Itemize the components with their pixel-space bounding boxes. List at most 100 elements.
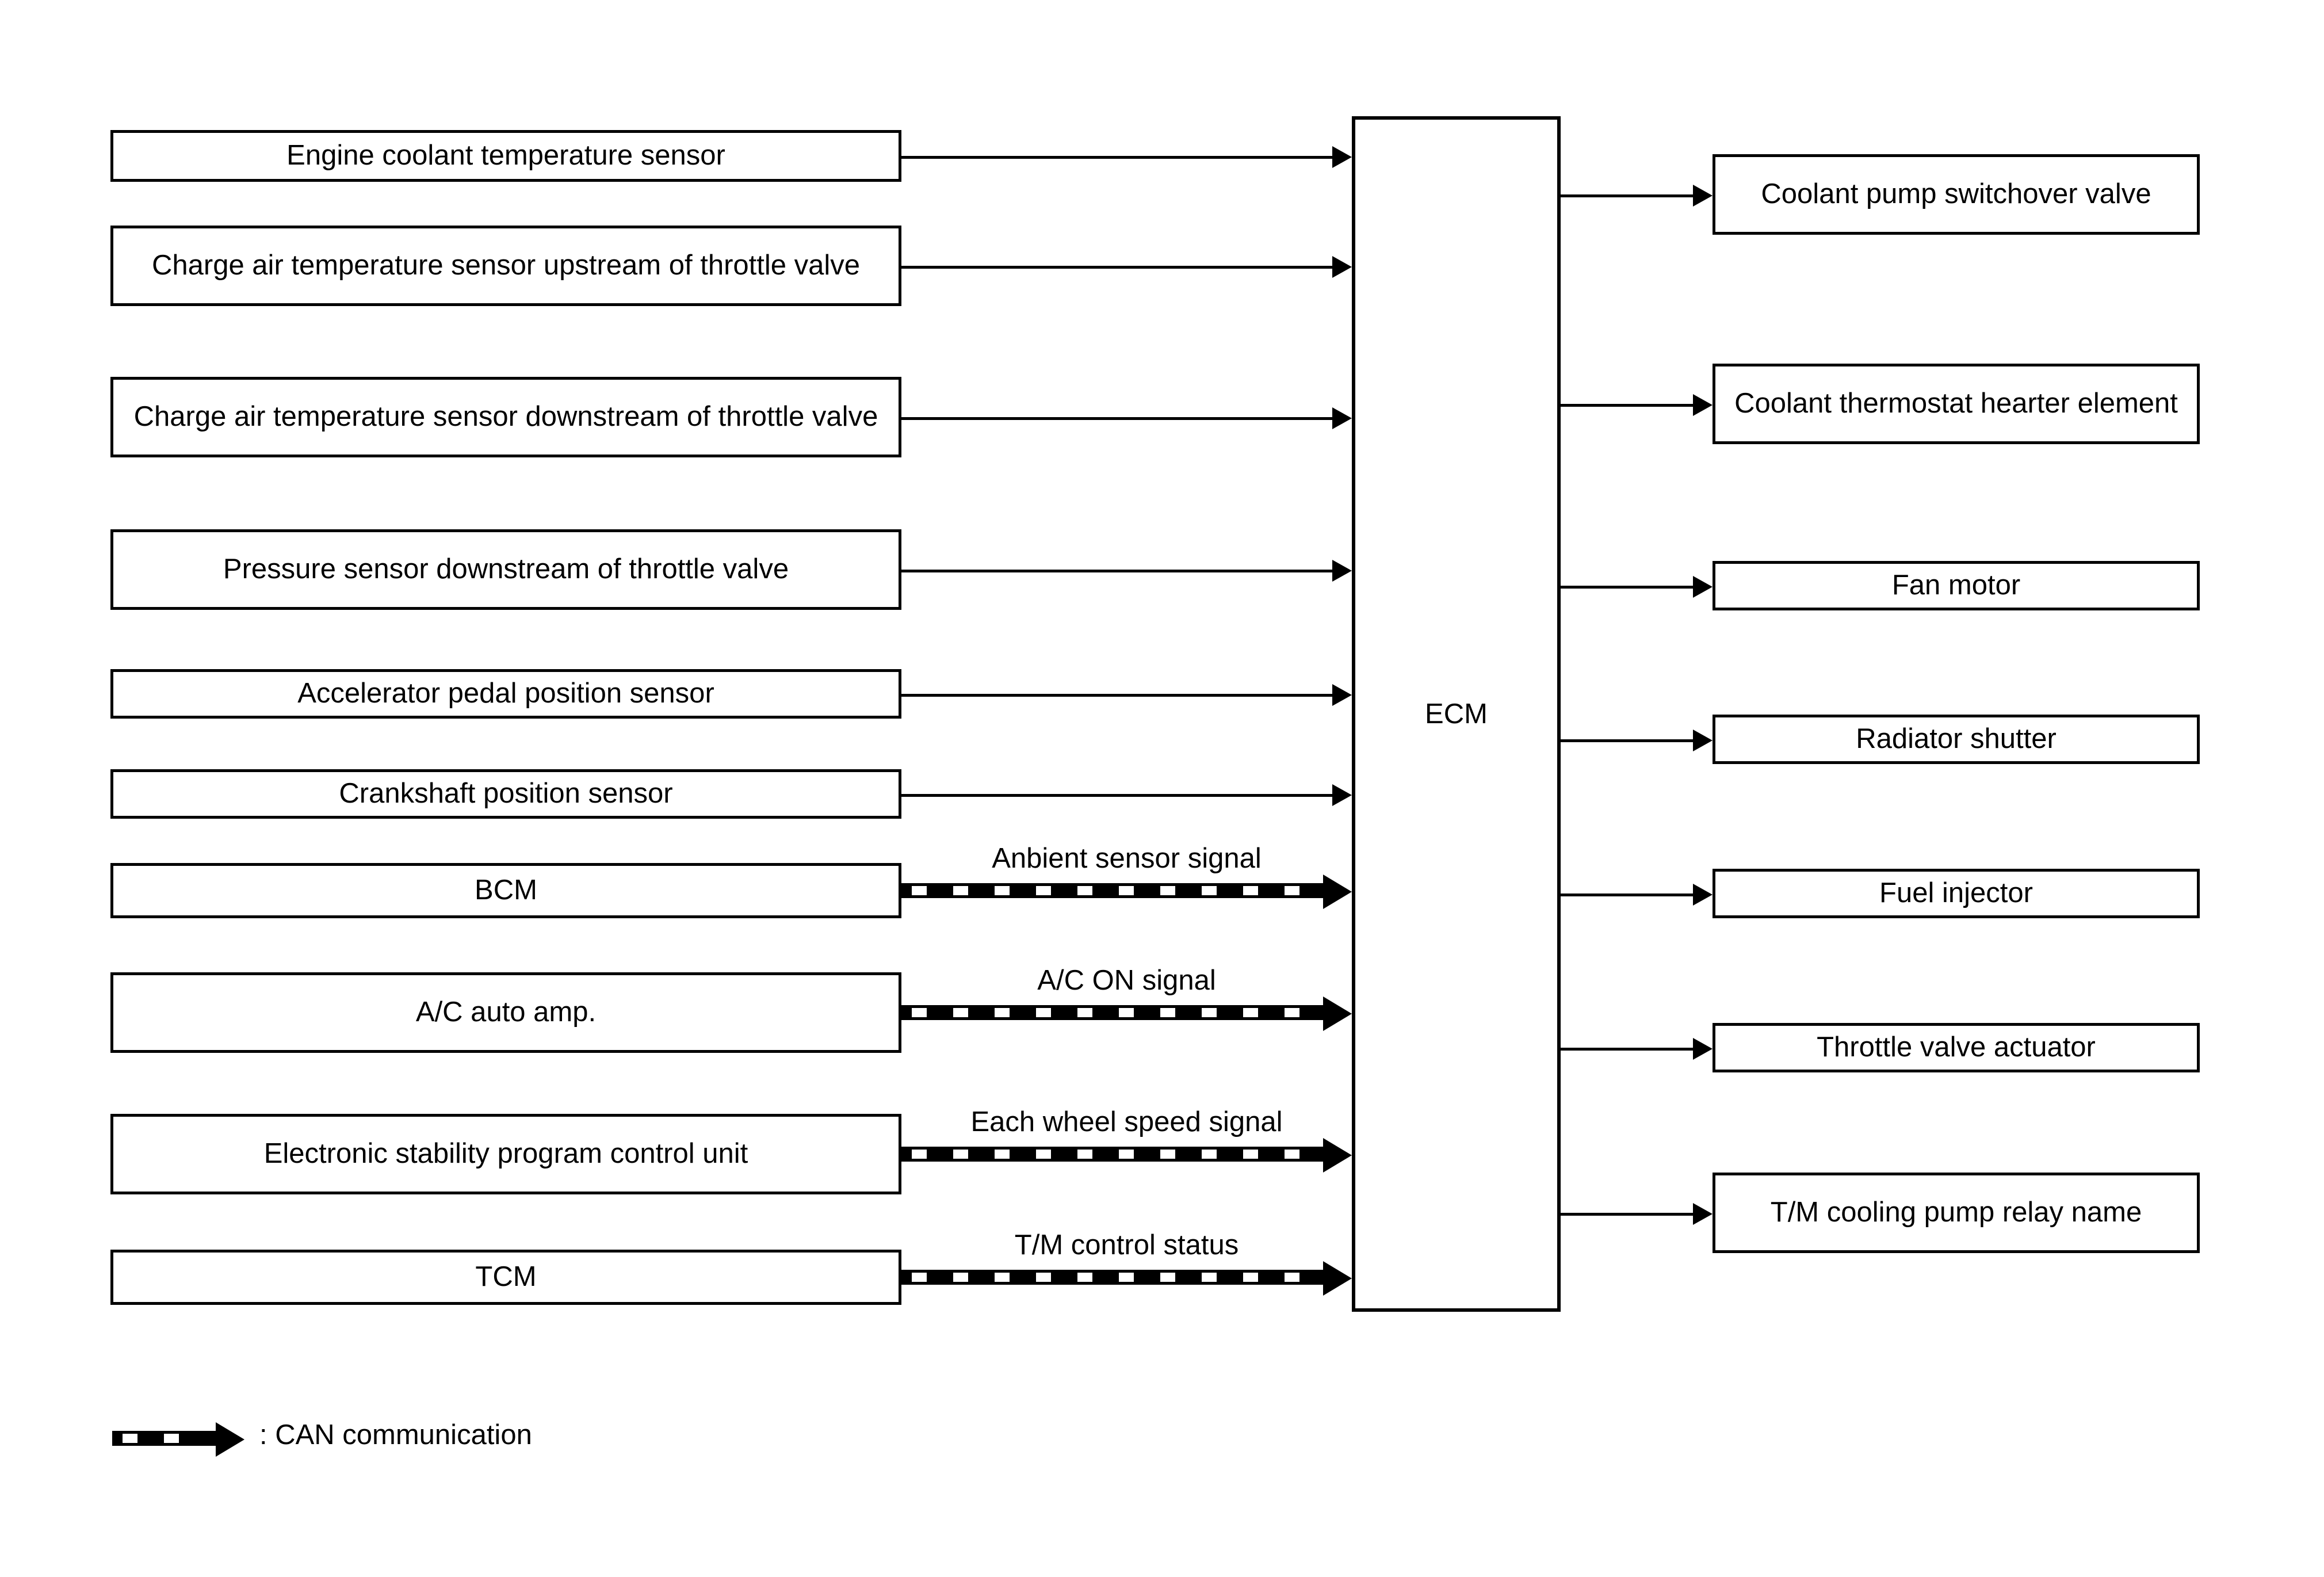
can-notch (995, 1150, 1010, 1159)
output-box-label: Fuel injector (1879, 877, 2033, 909)
can-arrow-shaft (901, 1147, 1324, 1162)
output-box-4[interactable]: Radiator shutter (1713, 715, 2200, 764)
input-box-1[interactable]: Engine coolant temperature sensor (110, 130, 901, 182)
arrow-shaft (1561, 404, 1695, 407)
output-box-label: Throttle valve actuator (1817, 1032, 2096, 1063)
arrowhead-icon (1693, 730, 1713, 751)
output-box-label: T/M cooling pump relay name (1770, 1197, 2142, 1228)
can-notch (164, 1434, 179, 1443)
input-box-label: Charge air temperature sensor upstream o… (151, 250, 861, 281)
can-notch (1243, 1008, 1258, 1017)
can-notch (1119, 886, 1134, 895)
can-arrow-shaft (901, 1270, 1324, 1285)
arrowhead-icon (1693, 1203, 1713, 1225)
arrowhead-icon (1323, 875, 1352, 909)
can-notch (953, 886, 968, 895)
legend-label: : CAN communication (259, 1419, 532, 1450)
arrowhead-icon (1323, 996, 1352, 1031)
output-box-2[interactable]: Coolant thermostat hearter element (1713, 364, 2200, 444)
arrowhead-icon (1323, 1261, 1352, 1296)
arrow-shaft (901, 417, 1335, 420)
input-box-5[interactable]: Accelerator pedal position sensor (110, 669, 901, 719)
input-box-label: A/C auto amp. (415, 996, 597, 1028)
can-notch (1036, 1273, 1051, 1282)
can-notch (1077, 1273, 1092, 1282)
can-notch (1285, 1008, 1299, 1017)
ecm-box[interactable]: ECM (1352, 116, 1561, 1312)
output-box-label: Coolant pump switchover valve (1761, 178, 2151, 210)
can-notch (995, 1273, 1010, 1282)
can-notch (1036, 886, 1051, 895)
arrow-shaft (901, 570, 1335, 572)
arrowhead-icon (216, 1422, 244, 1457)
can-arrow-shaft (901, 883, 1324, 898)
can-notch (1119, 1008, 1134, 1017)
arrow-shaft (1561, 1048, 1695, 1051)
arrow-shaft (1561, 739, 1695, 742)
can-notch (995, 1008, 1010, 1017)
can-notch (912, 886, 927, 895)
can-notch (1036, 1008, 1051, 1017)
input-box-2[interactable]: Charge air temperature sensor upstream o… (110, 226, 901, 306)
can-notch (1202, 1150, 1217, 1159)
can-notch (1160, 1150, 1175, 1159)
output-box-label: Fan motor (1891, 570, 2021, 601)
can-notch (1036, 1150, 1051, 1159)
arrowhead-icon (1693, 1038, 1713, 1060)
input-box-8[interactable]: A/C auto amp. (110, 972, 901, 1053)
legend-can-shaft (112, 1431, 217, 1446)
input-box-3[interactable]: Charge air temperature sensor downstream… (110, 377, 901, 457)
input-box-6[interactable]: Crankshaft position sensor (110, 769, 901, 819)
signal-label-9: Each wheel speed signal (970, 1106, 1283, 1137)
output-box-5[interactable]: Fuel injector (1713, 869, 2200, 918)
output-box-1[interactable]: Coolant pump switchover valve (1713, 154, 2200, 235)
output-box-6[interactable]: Throttle valve actuator (1713, 1023, 2200, 1072)
input-box-label: Accelerator pedal position sensor (297, 678, 714, 709)
signal-label-10: T/M control status (1014, 1229, 1239, 1261)
can-notch (1243, 1150, 1258, 1159)
arrowhead-icon (1693, 394, 1713, 416)
can-notch (1077, 1008, 1092, 1017)
input-box-9[interactable]: Electronic stability program control uni… (110, 1114, 901, 1194)
can-notch (1119, 1150, 1134, 1159)
arrowhead-icon (1332, 560, 1352, 582)
arrow-shaft (901, 266, 1335, 269)
input-box-4[interactable]: Pressure sensor downstream of throttle v… (110, 529, 901, 610)
arrowhead-icon (1693, 185, 1713, 207)
arrow-shaft (1561, 194, 1695, 197)
can-notch (995, 886, 1010, 895)
can-notch (1077, 1150, 1092, 1159)
signal-label-8: A/C ON signal (1037, 965, 1216, 996)
can-notch (1160, 1008, 1175, 1017)
arrowhead-icon (1693, 884, 1713, 906)
can-notch (1285, 1273, 1299, 1282)
can-notch (1243, 886, 1258, 895)
can-notch (953, 1150, 968, 1159)
can-notch (1160, 1273, 1175, 1282)
can-notch (912, 1150, 927, 1159)
input-box-label: Crankshaft position sensor (339, 778, 673, 809)
arrow-shaft (901, 694, 1335, 697)
arrow-shaft (1561, 1213, 1695, 1216)
output-box-7[interactable]: T/M cooling pump relay name (1713, 1173, 2200, 1253)
can-notch (1077, 886, 1092, 895)
output-box-3[interactable]: Fan motor (1713, 561, 2200, 610)
input-box-label: Charge air temperature sensor downstream… (133, 401, 878, 433)
arrowhead-icon (1332, 684, 1352, 706)
arrow-shaft (901, 156, 1335, 159)
can-notch (912, 1008, 927, 1017)
can-notch (1285, 886, 1299, 895)
can-notch (1119, 1273, 1134, 1282)
input-box-7[interactable]: BCM (110, 863, 901, 918)
arrowhead-icon (1693, 576, 1713, 598)
ecm-label: ECM (1425, 698, 1488, 730)
output-box-label: Coolant thermostat hearter element (1734, 388, 2178, 419)
output-box-label: Radiator shutter (1856, 723, 2057, 755)
can-notch (912, 1273, 927, 1282)
arrowhead-icon (1332, 146, 1352, 168)
arrowhead-icon (1332, 784, 1352, 806)
input-box-10[interactable]: TCM (110, 1250, 901, 1305)
can-notch (1202, 1008, 1217, 1017)
can-notch (953, 1273, 968, 1282)
